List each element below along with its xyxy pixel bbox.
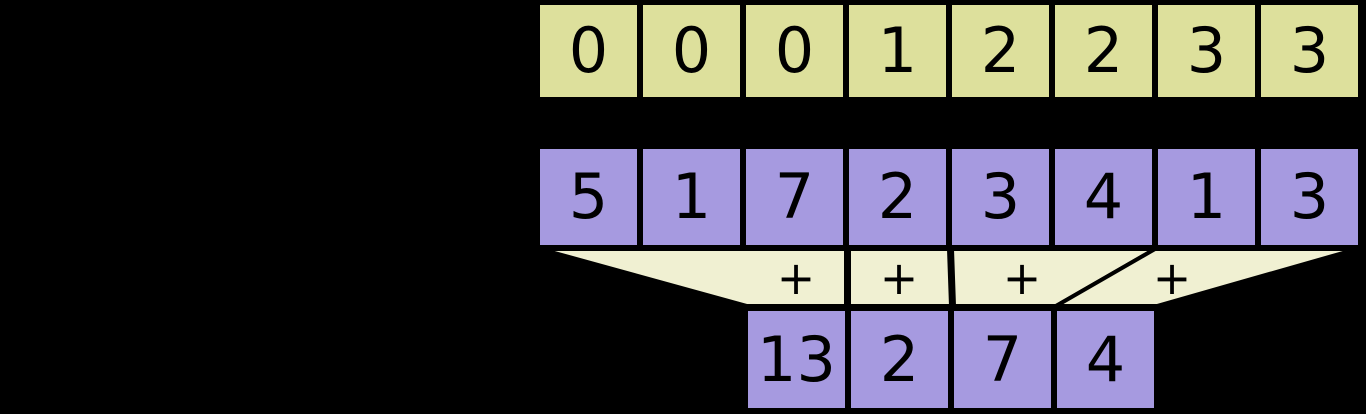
output-value-cell: 7 [951, 308, 1054, 411]
segment-id-cell: 0 [537, 2, 640, 100]
segment-ids-row: 0 0 0 1 2 2 3 3 [537, 2, 1361, 100]
input-value-cell: 2 [846, 146, 949, 248]
segment-id-cell: 0 [743, 2, 846, 100]
output-values-row: 13 2 7 4 [745, 308, 1157, 411]
plus-operator-0: + [776, 251, 816, 305]
input-values-row: 5 1 7 2 3 4 1 3 [537, 146, 1361, 248]
input-value-cell: 4 [1052, 146, 1155, 248]
input-value-cell: 3 [949, 146, 1052, 248]
connector-shape-group-2 [949, 247, 1163, 308]
input-value-cell: 1 [640, 146, 743, 248]
segment-id-cell: 2 [949, 2, 1052, 100]
connector-shape-group-3 [1048, 247, 1358, 308]
segment-id-cell: 3 [1258, 2, 1361, 100]
segment-id-cell: 0 [640, 2, 743, 100]
input-value-cell: 5 [537, 146, 640, 248]
plus-operator-3: + [1152, 251, 1192, 305]
input-value-cell: 7 [743, 146, 846, 248]
segment-id-cell: 3 [1155, 2, 1258, 100]
segment-id-cell: 2 [1052, 2, 1155, 100]
plus-operator-1: + [879, 251, 919, 305]
input-value-cell: 1 [1155, 146, 1258, 248]
output-value-cell: 4 [1054, 308, 1157, 411]
output-value-cell: 13 [745, 308, 848, 411]
input-value-cell: 3 [1258, 146, 1361, 248]
segment-id-cell: 1 [846, 2, 949, 100]
plus-operator-2: + [1002, 251, 1042, 305]
output-value-cell: 2 [848, 308, 951, 411]
